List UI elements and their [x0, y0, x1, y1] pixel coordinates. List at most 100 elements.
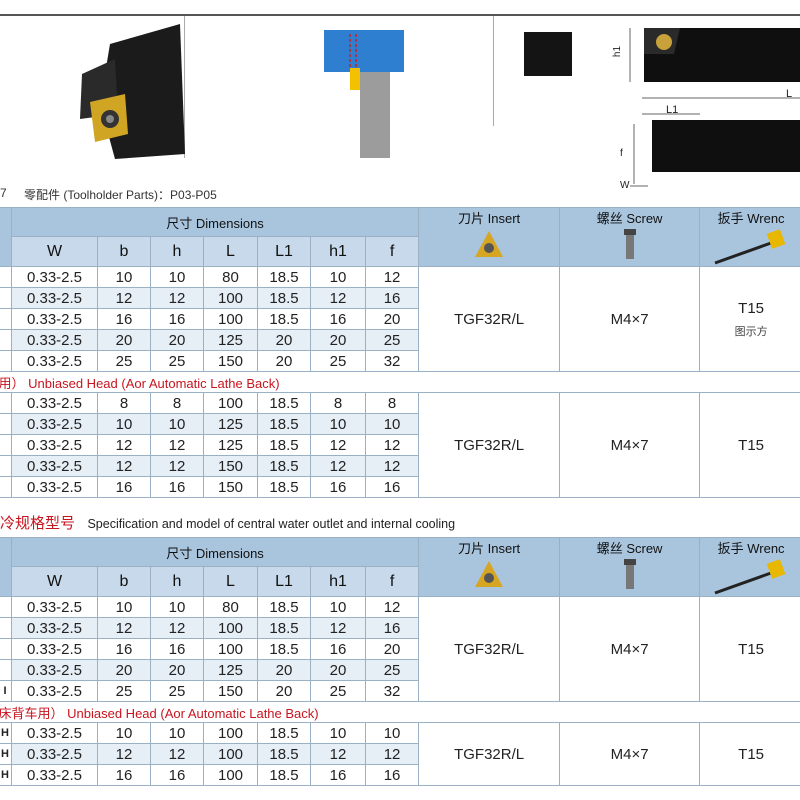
- dim-label-h1: h1: [612, 45, 624, 58]
- cell-b: 12: [97, 287, 151, 309]
- cell-b: 16: [97, 308, 151, 330]
- cell-L: 150: [203, 680, 258, 702]
- product-figures: h1 L L1 f W 7 零配件 (Toolholder Parts)：P03…: [0, 0, 800, 202]
- cell-h: 25: [150, 350, 204, 372]
- cell-L: 150: [203, 455, 258, 477]
- row-cut: [0, 413, 12, 435]
- cell-h: 16: [150, 476, 204, 498]
- col-header-W: W: [11, 236, 98, 267]
- cell-f: 10: [364, 413, 420, 435]
- row-cut: [0, 455, 12, 477]
- cell-L: 100: [203, 308, 258, 330]
- cell-h1: 12: [310, 455, 366, 477]
- row-cut: [0, 350, 12, 372]
- cell-L: 150: [203, 350, 258, 372]
- screw-model: M4×7: [559, 266, 701, 372]
- cell-L1: 18.5: [257, 764, 311, 786]
- cell-h: 10: [150, 266, 204, 288]
- cell-W: 0.33-2.5: [11, 266, 98, 288]
- cell-h1: 20: [310, 329, 366, 351]
- cell-h1: 12: [310, 287, 366, 309]
- dimensions-header: 尺寸 Dimensions: [10, 207, 420, 237]
- cell-h: 12: [150, 617, 204, 639]
- cell-h1: 12: [310, 743, 366, 765]
- cell-L: 100: [203, 722, 258, 744]
- cell-h: 12: [150, 743, 204, 765]
- cell-L1: 18.5: [257, 392, 311, 414]
- cell-L: 125: [203, 659, 258, 681]
- insert-model: TGF32R/L: [418, 596, 561, 702]
- wrench-icon: [714, 559, 786, 595]
- figure-note: 图示方: [734, 325, 768, 338]
- insert-block-photo: [524, 32, 572, 76]
- cell-b: 16: [97, 638, 151, 660]
- insert-header-label: 刀片 Insert: [458, 541, 521, 556]
- insert-header-label: 刀片 Insert: [458, 211, 521, 226]
- dimensions-header: 尺寸 Dimensions: [10, 537, 420, 567]
- row-cut: [0, 659, 12, 681]
- insert-model: TGF32R/L: [418, 392, 561, 498]
- insert-icon: [475, 561, 504, 587]
- cell-L1: 18.5: [257, 617, 311, 639]
- insert-icon: [475, 231, 504, 257]
- cell-f: 10: [364, 722, 420, 744]
- cell-f: 25: [364, 659, 420, 681]
- cell-b: 12: [97, 743, 151, 765]
- screw-icon: [623, 559, 636, 589]
- wrench-model: T15: [699, 722, 800, 786]
- col-header-L1: L1: [257, 236, 311, 267]
- cell-f: 16: [364, 764, 420, 786]
- col-header-L: L: [203, 566, 258, 597]
- section2-title-text: Specification and model of central water…: [87, 517, 456, 531]
- row-cut: [0, 266, 12, 288]
- col-header-L: L: [203, 236, 258, 267]
- cell-W: 0.33-2.5: [11, 350, 98, 372]
- dimension-drawing: [629, 28, 800, 187]
- wrench-header: 扳手 Wrenc: [699, 537, 800, 597]
- header-cut: [0, 207, 12, 267]
- cell-h1: 25: [310, 350, 366, 372]
- row-prefix: H: [0, 722, 12, 744]
- cell-f: 16: [364, 287, 420, 309]
- toolholder-photo: [80, 24, 185, 159]
- cell-h: 10: [150, 413, 204, 435]
- cell-h1: 16: [310, 638, 366, 660]
- cell-h: 12: [150, 434, 204, 456]
- cell-f: 12: [364, 434, 420, 456]
- cell-h1: 8: [310, 392, 366, 414]
- subheading-red: 床背车用）: [0, 705, 64, 721]
- row-cut: [0, 287, 12, 309]
- screw-header-label: 螺丝 Screw: [596, 211, 663, 226]
- screw-header-label: 螺丝 Screw: [596, 541, 663, 556]
- cell-h: 12: [150, 287, 204, 309]
- cell-f: 16: [364, 617, 420, 639]
- cell-f: 32: [364, 350, 420, 372]
- screw-header: 螺丝 Screw: [559, 537, 701, 597]
- top-rule: [0, 14, 800, 16]
- cell-f: 20: [364, 638, 420, 660]
- cell-h1: 16: [310, 476, 366, 498]
- cell-f: 20: [364, 308, 420, 330]
- cell-L1: 18.5: [257, 287, 311, 309]
- cell-W: 0.33-2.5: [11, 287, 98, 309]
- cell-L1: 18.5: [257, 413, 311, 435]
- cell-h: 10: [150, 722, 204, 744]
- screw-model: M4×7: [559, 722, 701, 786]
- parts-caption: 零配件 (Toolholder Parts)：P03-P05: [24, 188, 217, 202]
- cell-W: 0.33-2.5: [11, 476, 98, 498]
- cell-L: 80: [203, 596, 258, 618]
- cell-f: 32: [364, 680, 420, 702]
- row-cut: [0, 434, 12, 456]
- wrench-cell: T15 图示方: [699, 266, 800, 372]
- row-cut: [0, 638, 12, 660]
- subheading-unbiased: 用） Unbiased Head (Aor Automatic Lathe Ba…: [0, 371, 800, 393]
- insert-model: TGF32R/L: [418, 266, 561, 372]
- col-header-f: f: [364, 566, 420, 597]
- cell-L: 80: [203, 266, 258, 288]
- screw-model: M4×7: [559, 392, 701, 498]
- cell-L1: 18.5: [257, 722, 311, 744]
- row-cut: [0, 617, 12, 639]
- cell-h1: 10: [310, 596, 366, 618]
- cell-L: 125: [203, 329, 258, 351]
- cell-L1: 20: [257, 350, 311, 372]
